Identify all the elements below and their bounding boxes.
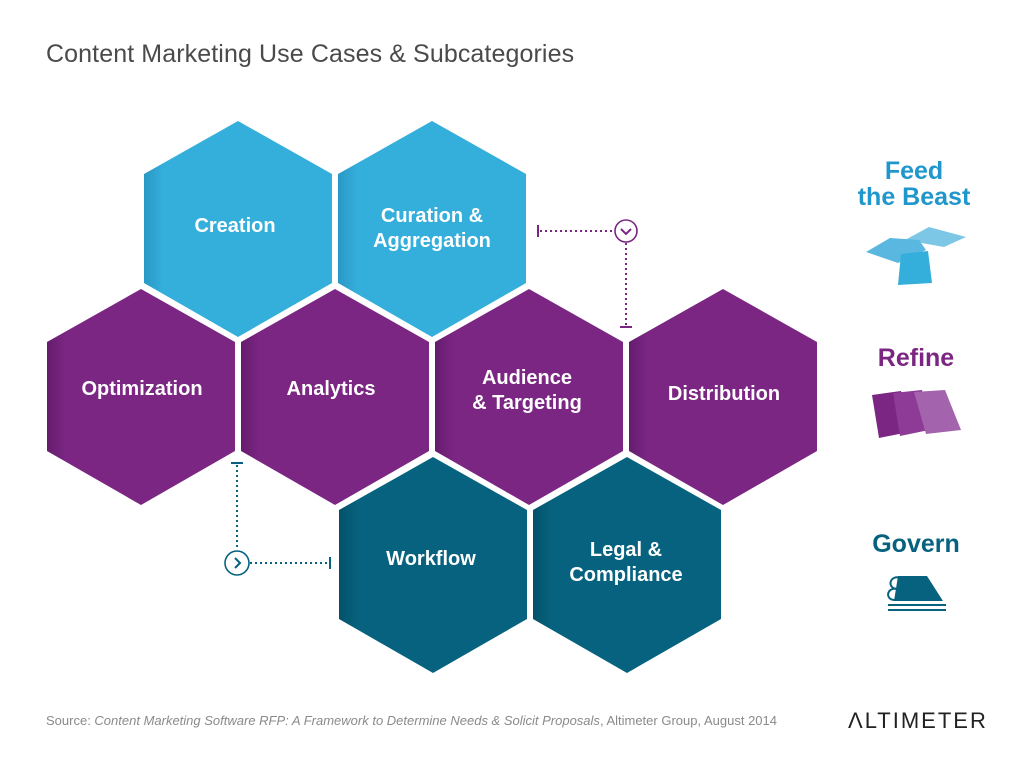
hex-audience-targeting: [435, 289, 623, 505]
hex-label-line: Compliance: [569, 564, 683, 586]
source-citation: Source: Content Marketing Software RFP: …: [46, 713, 777, 728]
hex-curation-aggregation: [338, 121, 526, 337]
hex-optimization: [47, 289, 235, 505]
hex-label-creation: Creation: [194, 215, 276, 237]
source-title: Content Marketing Software RFP: A Framew…: [94, 713, 600, 728]
hex-label-legal-compliance: Legal & Compliance: [532, 538, 721, 588]
legend-govern: Govern: [872, 530, 960, 558]
hex-analytics: [241, 289, 429, 505]
altimeter-logo: ΛLTIMETER: [848, 708, 988, 733]
source-prefix: Source:: [46, 713, 95, 728]
hex-label-line: Legal &: [589, 539, 663, 561]
page-title: Content Marketing Use Cases & Subcategor…: [46, 40, 575, 68]
hex-distribution: [629, 289, 817, 505]
hex-label-line: & Targeting: [472, 392, 582, 414]
hex-creation: [144, 121, 332, 337]
legend-line: Feed: [884, 157, 944, 185]
chevron-right-icon: [224, 550, 250, 576]
legend-refine: Refine: [877, 344, 955, 372]
legend-line: the Beast: [857, 183, 971, 211]
hex-label-line: Audience: [481, 367, 573, 389]
papers-stacked-icon: [872, 390, 961, 438]
connector-curation-distribution: [537, 219, 638, 328]
hex-label-line: Curation &: [380, 205, 484, 227]
chevron-down-icon: [614, 219, 638, 243]
hex-label-workflow: Workflow: [386, 548, 476, 570]
papers-scattered-icon: [866, 227, 966, 285]
legend-feed-the-beast: Feed the Beast: [858, 158, 971, 210]
hex-label-analytics: Analytics: [286, 378, 376, 400]
hex-workflow: [339, 457, 527, 673]
hex-legal-compliance: [533, 457, 721, 673]
hex-label-optimization: Optimization: [81, 378, 203, 400]
hex-label-distribution: Distribution: [667, 383, 781, 405]
source-suffix: , Altimeter Group, August 2014: [599, 713, 777, 728]
notebook-icon: [887, 576, 946, 611]
connector-optimization-workflow: [224, 462, 331, 576]
hex-label-audience-targeting: Audience & Targeting: [433, 366, 622, 416]
hex-label-curation-aggregation: Curation & Aggregation: [338, 204, 527, 254]
hex-label-line: Aggregation: [373, 230, 491, 252]
